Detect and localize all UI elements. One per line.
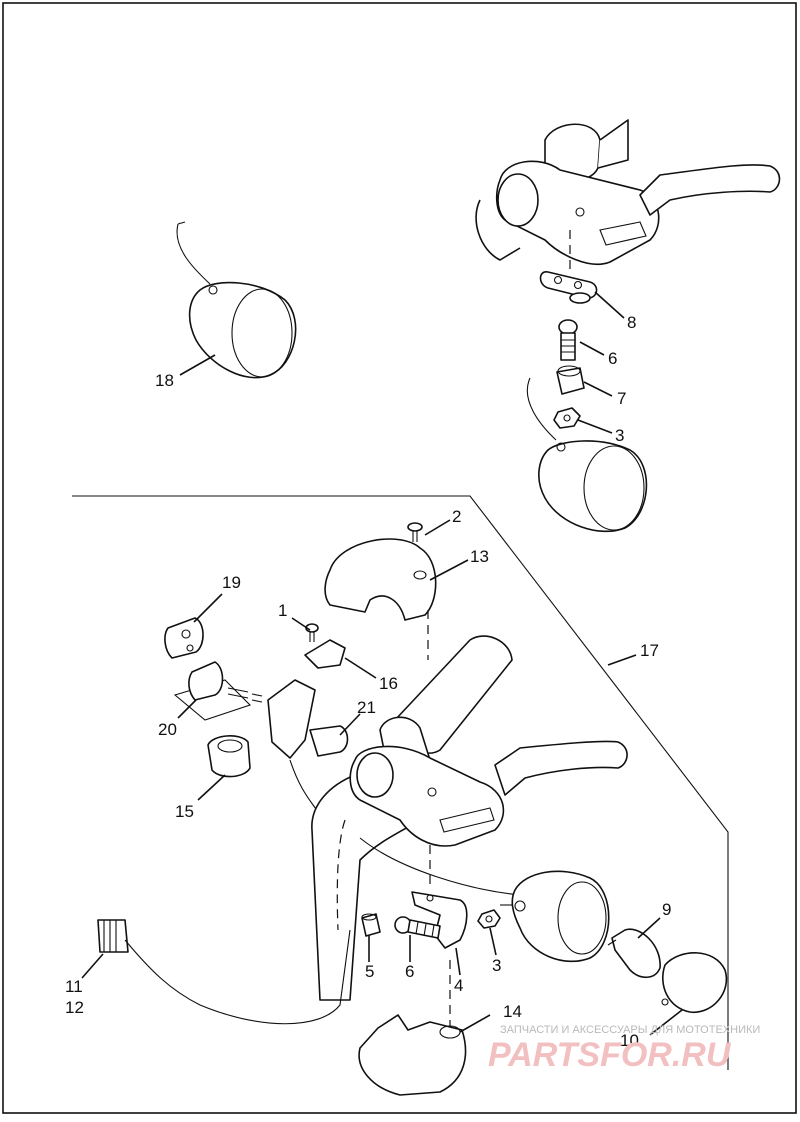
callout-3-bottom: 3 — [492, 956, 501, 975]
connector-11-12 — [97, 919, 351, 1025]
callout-5: 5 — [365, 962, 374, 981]
callout-12: 12 — [65, 998, 84, 1017]
lower-housing-14 — [358, 1014, 467, 1096]
callout-6-top: 6 — [608, 349, 617, 368]
screw-1 — [305, 623, 319, 642]
callout-10: 10 — [620, 1031, 639, 1050]
callout-15: 15 — [175, 802, 194, 821]
left-lever-assembly — [349, 740, 628, 847]
nut-7 — [556, 365, 585, 395]
bolt-6-bottom — [394, 916, 441, 939]
watermark-brand: PARTSFOR.RU — [488, 1036, 732, 1074]
callout-3-top: 3 — [615, 426, 624, 445]
nut-3-top — [553, 407, 581, 429]
callout-13: 13 — [470, 547, 489, 566]
bolt-6-top — [558, 319, 578, 361]
leader-lines — [81, 291, 683, 1036]
screw-2 — [407, 522, 423, 542]
callout-7: 7 — [617, 389, 626, 408]
callout-1: 1 — [278, 601, 287, 620]
callout-labels: 8 6 7 3 18 2 13 1 16 19 20 15 21 17 5 6 … — [65, 313, 671, 1050]
callout-8: 8 — [627, 313, 636, 332]
nut-3-bottom — [477, 909, 501, 929]
assembly-17-boundary — [72, 495, 729, 1070]
lever-bracket-8 — [539, 271, 598, 304]
callout-16: 16 — [379, 674, 398, 693]
callout-20: 20 — [158, 720, 177, 739]
callout-6-bottom: 6 — [405, 962, 414, 981]
turn-signal-right — [526, 377, 648, 533]
lens-10 — [661, 952, 728, 1013]
callout-14: 14 — [503, 1002, 522, 1021]
bracket-4 — [411, 891, 468, 949]
spacer-5 — [361, 913, 381, 937]
housing-cover-13 — [324, 538, 437, 621]
turn-signal-18 — [176, 221, 297, 379]
callout-19: 19 — [222, 573, 241, 592]
turn-signal-left — [500, 870, 610, 963]
callout-11: 11 — [65, 977, 83, 996]
callout-18: 18 — [155, 371, 174, 390]
bracket-16 — [304, 639, 346, 669]
switch-housing-19 — [164, 617, 204, 659]
callout-21: 21 — [357, 698, 376, 717]
callout-9: 9 — [662, 900, 671, 919]
callout-17: 17 — [640, 641, 659, 660]
watermark-tagline: ЗАПЧАСТИ И АКСЕССУАРЫ ДЛЯ МОТОТЕХНИКИ — [500, 1024, 760, 1036]
cap-15 — [207, 735, 251, 778]
watermark: ЗАПЧАСТИ И АКСЕССУАРЫ ДЛЯ МОТОТЕХНИКИ PA… — [488, 1024, 760, 1074]
callout-4: 4 — [454, 976, 463, 995]
right-lever-assembly — [475, 119, 781, 265]
callout-2: 2 — [452, 507, 461, 526]
wire-harness-upper — [359, 837, 521, 896]
switch-housing-20 — [173, 661, 263, 721]
bulb-9 — [607, 928, 661, 979]
